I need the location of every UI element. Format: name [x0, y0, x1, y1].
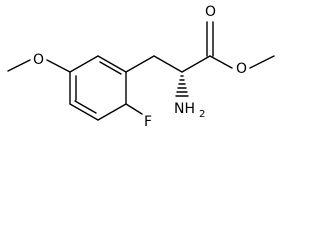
atom-oxygen-carbonyl: O — [205, 4, 216, 20]
bond-alpha-carbonyl — [181, 55, 211, 73]
bond-carbonyl-ester-oxygen — [209, 55, 233, 69]
bond-oxygen-ring — [46, 59, 71, 73]
ring-bond-4 — [97, 103, 127, 121]
ring-double-bond-inner-1 — [99, 61, 122, 75]
atom-amine-nh: NH — [174, 101, 195, 117]
molecule-diagram: O F O O NH 2 — [7, 4, 275, 130]
ring-bond-2 — [97, 55, 127, 73]
atom-oxygen-methoxy: O — [33, 52, 44, 68]
ring-bond-1 — [69, 55, 99, 73]
bond-ch2-alpha — [153, 55, 183, 73]
bond-ester-oxygen-methyl — [249, 55, 275, 69]
atom-fluorine: F — [144, 114, 152, 130]
atom-amine-subscript: 2 — [199, 109, 205, 120]
hashed-wedge-bond — [175, 75, 189, 97]
ring-bond-5 — [69, 103, 99, 121]
bond-ring-ch2 — [125, 55, 155, 73]
atom-oxygen-ester: O — [236, 61, 247, 77]
bond-methyl-oxygen — [7, 59, 31, 72]
bond-ring-fluorine — [125, 103, 143, 115]
structure-canvas: O F O O NH 2 — [7, 4, 275, 130]
ring-double-bond-inner-2 — [74, 100, 97, 114]
